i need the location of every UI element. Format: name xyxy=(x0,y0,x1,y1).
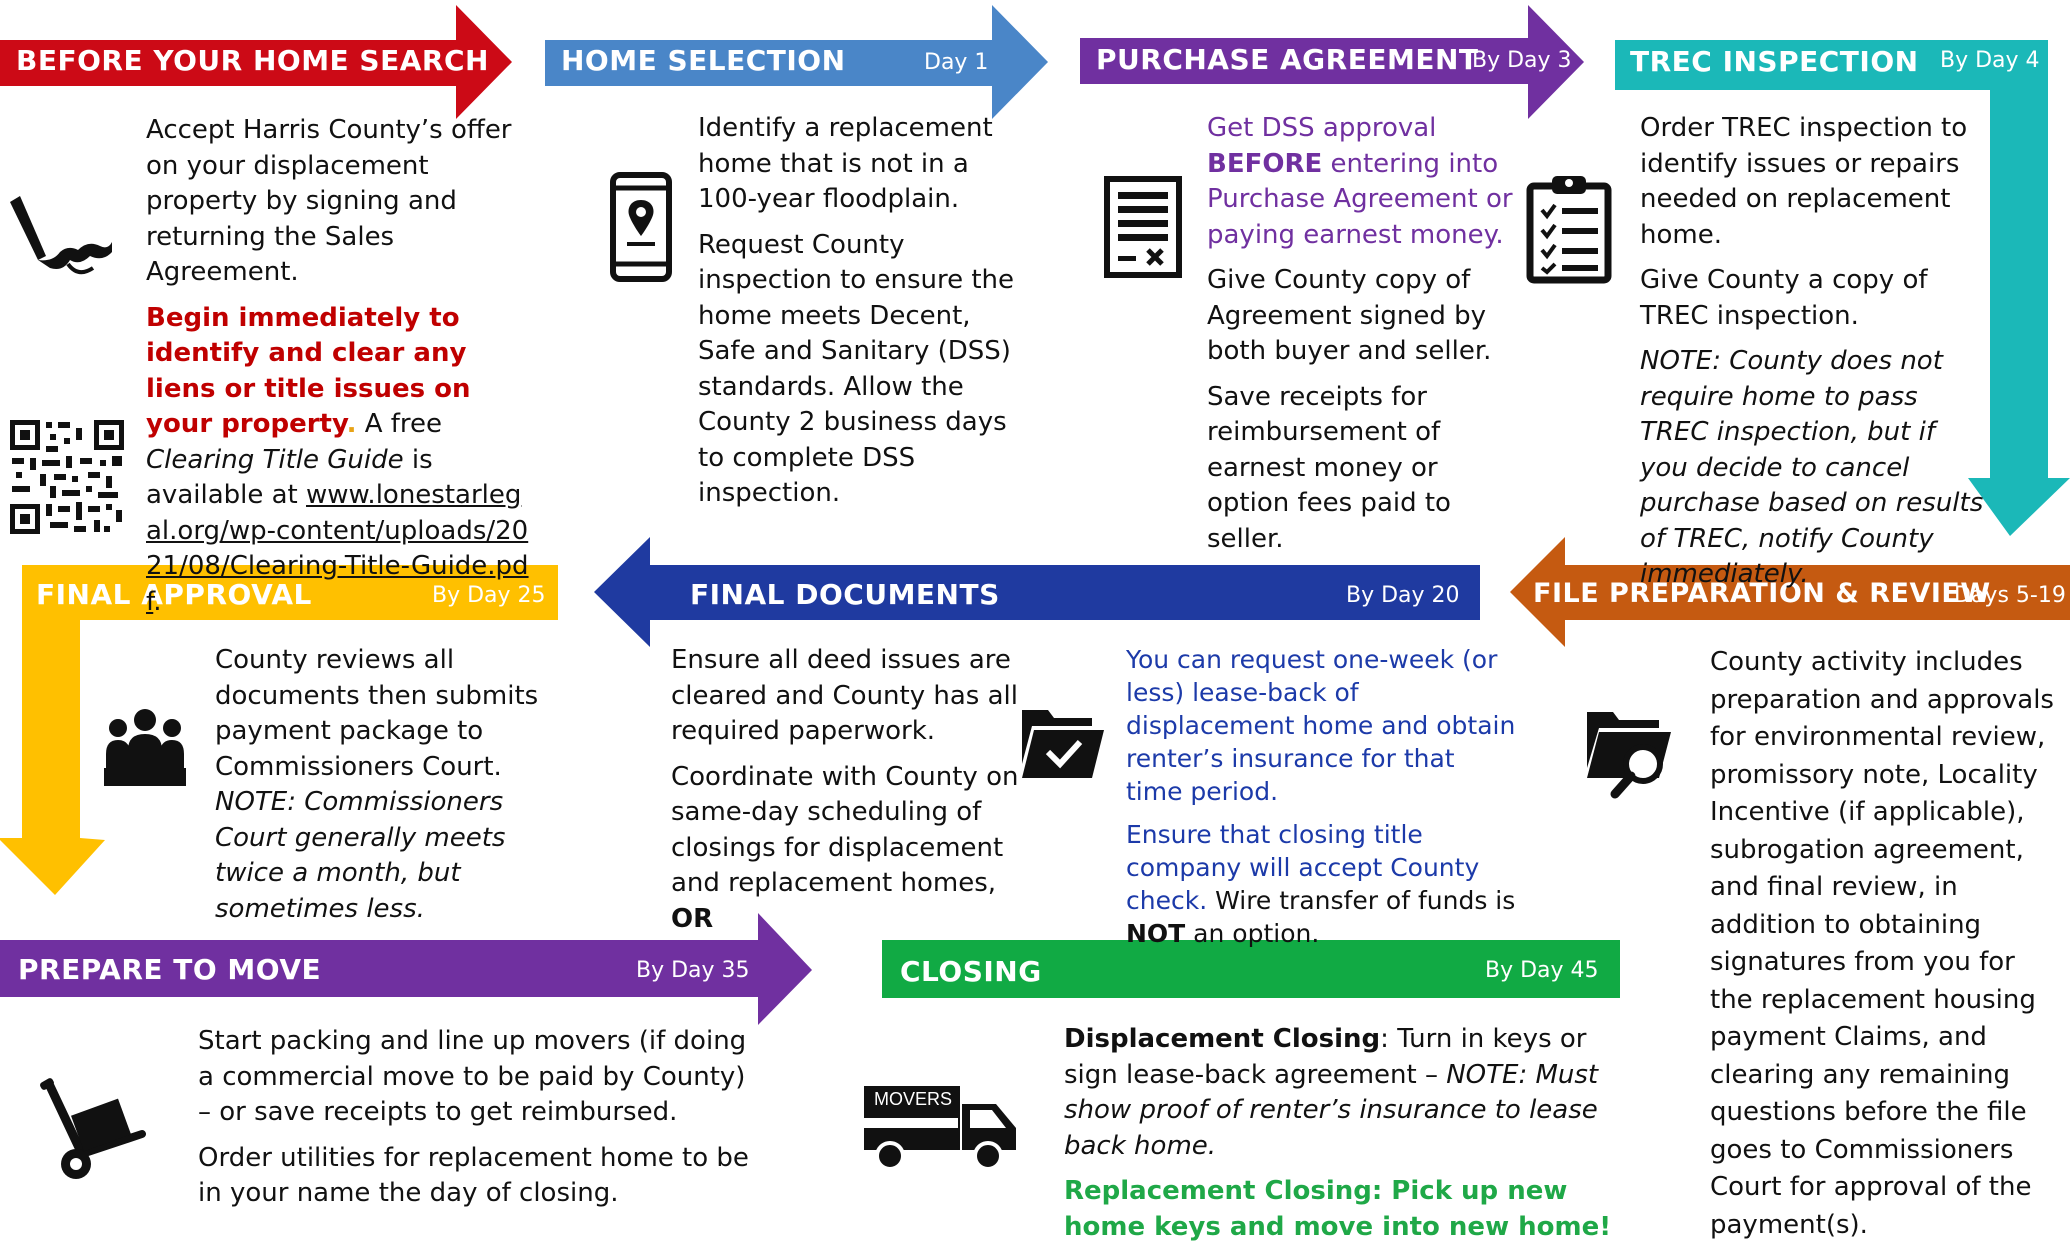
final-docs-p1: Ensure all deed issues are cleared and C… xyxy=(671,645,1018,746)
before-p2-rest2: is available at xyxy=(146,444,433,511)
purchase-title: PURCHASE AGREEMENT xyxy=(1096,43,1479,76)
arrow-home-selection xyxy=(545,5,1048,119)
before-p2-end: . xyxy=(153,586,162,617)
before-p2-rest1: A free xyxy=(356,409,443,439)
trec-p1: Order TREC inspection to identify issues… xyxy=(1640,113,1968,250)
trec-p3: NOTE: County does not require home to pa… xyxy=(1640,346,1984,589)
final-approval-title: FINAL APPROVAL xyxy=(36,578,312,611)
qr-code xyxy=(10,420,124,538)
purchase-day: By Day 3 xyxy=(1472,48,1572,73)
final-docs-right-text: You can request one-week (or less) lease… xyxy=(1126,643,1516,960)
closing-day: By Day 45 xyxy=(1485,958,1599,983)
prepare-move-p2: Order utilities for replacement home to … xyxy=(198,1142,749,1209)
clearing-title-guide: Clearing Title Guide xyxy=(146,444,404,475)
checklist-icon xyxy=(1526,172,1612,288)
displacement-closing-label: Displacement Closing xyxy=(1064,1024,1381,1054)
closing-text: Displacement Closing: Turn in keys or si… xyxy=(1064,1022,1619,1255)
folder-check-icon xyxy=(1020,706,1104,784)
home-selection-title: HOME SELECTION xyxy=(561,44,846,77)
prepare-move-text: Start packing and line up movers (if doi… xyxy=(198,1024,758,1222)
final-approval-day: By Day 25 xyxy=(432,583,546,608)
final-docs-p4c: NOT xyxy=(1126,919,1186,948)
contract-icon xyxy=(1104,176,1182,282)
final-docs-p4b: Wire transfer of funds is xyxy=(1207,886,1516,915)
closing-p1c: NOTE: Must show proof of renter’s insura… xyxy=(1064,1059,1599,1161)
flow-arrows xyxy=(0,5,2070,1025)
trec-day: By Day 4 xyxy=(1940,48,2040,73)
file-prep-day: Days 5-19 xyxy=(1954,583,2066,608)
final-approval-p1: County reviews all documents then submit… xyxy=(215,645,539,782)
prepare-move-day: By Day 35 xyxy=(636,958,750,983)
trec-title: TREC INSPECTION xyxy=(1630,45,1919,78)
final-approval-text: County reviews all documents then submit… xyxy=(215,643,580,937)
clearing-title-guide-link[interactable]: www.lonestarlegal.org/wp-content/uploads… xyxy=(146,480,529,617)
trec-p2: Give County a copy of TREC inspection. xyxy=(1640,265,1928,331)
file-prep-text: County activity includes preparation and… xyxy=(1710,647,2054,1240)
movers-label: MOVERS xyxy=(874,1089,953,1109)
folder-search-icon xyxy=(1585,706,1673,804)
moving-truck-icon xyxy=(862,1082,1018,1174)
signing-hand-icon xyxy=(8,190,113,284)
final-docs-p3: You can request one-week (or less) lease… xyxy=(1126,645,1516,806)
arrow-file-preparation xyxy=(1510,537,2070,647)
purchase-text: Get DSS approval BEFORE entering into Pu… xyxy=(1207,111,1517,567)
final-approval-p2: NOTE: Commissioners Court generally meet… xyxy=(215,787,506,924)
file-prep-title: FILE PREPARATION & REVIEW xyxy=(1533,578,1991,609)
before-title: BEFORE YOUR HOME SEARCH xyxy=(16,44,489,77)
arrow-before-your-home-search xyxy=(0,5,512,119)
prepare-move-p1: Start packing and line up movers (if doi… xyxy=(198,1026,747,1127)
home-selection-day: Day 1 xyxy=(924,50,989,75)
before-red-text: Begin immediately to identify and clear … xyxy=(146,302,471,440)
arrow-final-approval xyxy=(0,565,558,895)
final-docs-p4d: an option. xyxy=(1185,919,1320,948)
arrow-purchase-agreement xyxy=(1080,5,1584,119)
prepare-move-title: PREPARE TO MOVE xyxy=(18,953,322,986)
purchase-p1a: Get DSS approval xyxy=(1207,113,1437,143)
closing-title: CLOSING xyxy=(900,955,1042,988)
replacement-closing-label: Replacement Closing xyxy=(1064,1176,1372,1206)
group-icon xyxy=(104,706,186,790)
phone-location-icon xyxy=(610,172,672,286)
home-selection-text: Identify a replacement home that is not … xyxy=(698,111,1023,522)
arrow-prepare-to-move xyxy=(0,913,812,1025)
final-docs-left-text: Ensure all deed issues are cleared and C… xyxy=(671,643,1031,947)
home-selection-p2: Request County inspection to ensure the … xyxy=(698,229,1015,509)
purchase-p2: Give County copy of Agreement signed by … xyxy=(1207,265,1492,366)
arrow-trec-inspection xyxy=(1615,40,2070,536)
final-docs-p2b: OR xyxy=(671,903,714,934)
trec-text: Order TREC inspection to identify issues… xyxy=(1640,111,1985,603)
purchase-p1c: entering into Purchase Agreement or payi… xyxy=(1207,148,1513,250)
before-p1: Accept Harris County’s offer on your dis… xyxy=(146,115,512,287)
final-docs-p4a: Ensure that closing title company will a… xyxy=(1126,820,1480,915)
purchase-p3: Save receipts for reimbursement of earne… xyxy=(1207,381,1451,554)
final-docs-p2a: Coordinate with County on same-day sched… xyxy=(671,761,1019,899)
banner-closing xyxy=(882,940,1620,998)
closing-p1b: : Turn in keys or sign lease-back agreem… xyxy=(1064,1024,1587,1090)
before-dot: . xyxy=(346,409,357,439)
purchase-p1b: BEFORE xyxy=(1207,148,1323,179)
hand-truck-icon xyxy=(38,1076,148,1186)
final-docs-day: By Day 20 xyxy=(1346,583,1460,608)
before-text: Accept Harris County’s offer on your dis… xyxy=(146,113,536,620)
arrow-final-documents xyxy=(594,537,1480,647)
final-docs-title: FINAL DOCUMENTS xyxy=(690,578,1000,611)
home-selection-p1: Identify a replacement home that is not … xyxy=(698,113,993,214)
